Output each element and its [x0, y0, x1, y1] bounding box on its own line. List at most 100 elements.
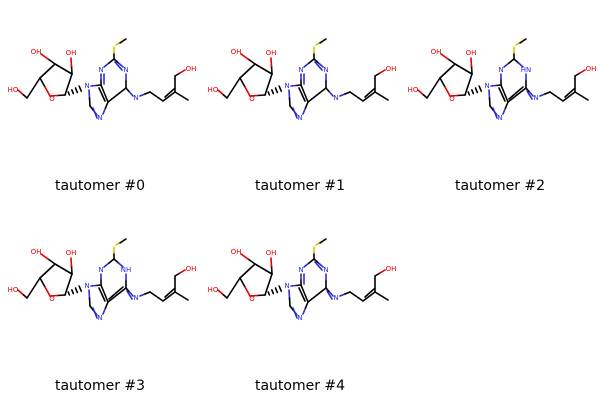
bond-line — [103, 62, 110, 68]
bond-line — [117, 262, 124, 268]
bond-line — [88, 289, 91, 299]
bond-line — [300, 84, 309, 103]
bond-line — [254, 263, 273, 275]
hydroxyl-label: OH — [186, 65, 197, 73]
stereo-hash — [271, 89, 275, 95]
bond-line — [239, 263, 256, 279]
bond-line — [288, 297, 291, 307]
stereo-hash — [78, 285, 83, 292]
bond-line — [92, 107, 98, 119]
bond-line — [470, 65, 473, 75]
bond-line — [270, 65, 273, 75]
bond-line — [90, 84, 97, 87]
bond-line — [270, 265, 273, 275]
bond-line — [439, 77, 446, 88]
bond-line — [95, 284, 102, 287]
bond-line — [317, 262, 324, 268]
n9-label: N — [484, 82, 489, 90]
bond-line — [447, 58, 456, 65]
hydroxyl-label: OH — [386, 265, 397, 273]
bond-line — [70, 57, 73, 67]
bond-line — [470, 57, 473, 67]
bond-line — [98, 87, 106, 102]
bond-line — [104, 301, 109, 309]
n3-label: N — [98, 66, 103, 74]
bond-line — [288, 289, 291, 299]
bond-line — [544, 91, 551, 95]
n1-label: HN — [521, 66, 532, 74]
hydroxyl-label: HO — [208, 86, 219, 94]
bond-line — [488, 89, 491, 99]
bond-line — [326, 290, 333, 300]
bond-line — [239, 63, 256, 79]
n7-label: N — [297, 114, 302, 122]
bond-line — [490, 84, 497, 87]
bond-line — [17, 289, 24, 295]
stereo-hash — [267, 291, 271, 296]
bond-line — [344, 291, 351, 295]
bond-line — [108, 258, 115, 264]
bond-line — [495, 84, 502, 87]
bond-line — [444, 86, 451, 97]
ring-oxygen-label: O — [49, 295, 55, 303]
bond-line — [119, 238, 127, 244]
bond-line — [21, 293, 28, 299]
bond-line — [564, 88, 575, 98]
bond-line — [217, 89, 224, 95]
bond-line — [426, 77, 441, 99]
bond-line — [454, 63, 473, 75]
stereo-hash — [478, 85, 483, 92]
bond-line — [102, 107, 107, 115]
hydroxyl-label: OH — [231, 248, 242, 256]
bond-line — [174, 272, 181, 277]
bond-line — [247, 58, 256, 65]
exocyclic-n-label: N — [333, 294, 338, 302]
bond-line — [292, 107, 298, 119]
bond-line — [374, 291, 389, 301]
bond-line — [339, 93, 346, 97]
bond-line — [303, 262, 310, 268]
hydroxyl-label: OH — [431, 48, 442, 56]
bond-line — [528, 91, 534, 97]
bond-line — [39, 263, 56, 279]
bond-line — [325, 87, 331, 93]
bond-line — [47, 58, 56, 65]
n7-label: N — [97, 314, 102, 322]
bond-line — [40, 253, 49, 260]
bond-line — [226, 277, 241, 299]
hydroxyl-label: OH — [466, 49, 477, 57]
bond-line — [113, 58, 120, 64]
bond-line — [562, 91, 576, 102]
bond-line — [270, 57, 273, 67]
bond-line — [417, 89, 424, 95]
bond-line — [574, 91, 589, 101]
bond-line — [108, 286, 124, 300]
bond-line — [139, 93, 146, 97]
bond-line — [264, 73, 273, 96]
bond-line — [308, 258, 315, 264]
bond-line — [174, 291, 189, 301]
bond-line — [421, 93, 428, 99]
bond-line — [492, 107, 498, 119]
exocyclic-n-label: N — [133, 294, 138, 302]
bond-line — [39, 63, 56, 79]
bond-line — [256, 94, 266, 97]
n3-label: N — [498, 66, 503, 74]
bond-line — [144, 91, 151, 95]
bond-line — [56, 294, 66, 297]
bond-line — [498, 87, 506, 102]
bond-line — [374, 91, 389, 101]
stereo-hash — [267, 91, 271, 96]
molecule-caption: tautomer #1 — [254, 178, 346, 194]
bond-line — [449, 94, 459, 97]
hydroxyl-label: OH — [586, 65, 597, 73]
n7-label: N — [297, 314, 302, 322]
stereo-hash — [278, 285, 283, 292]
n3-label: N — [298, 66, 303, 74]
bond-line — [362, 91, 376, 102]
